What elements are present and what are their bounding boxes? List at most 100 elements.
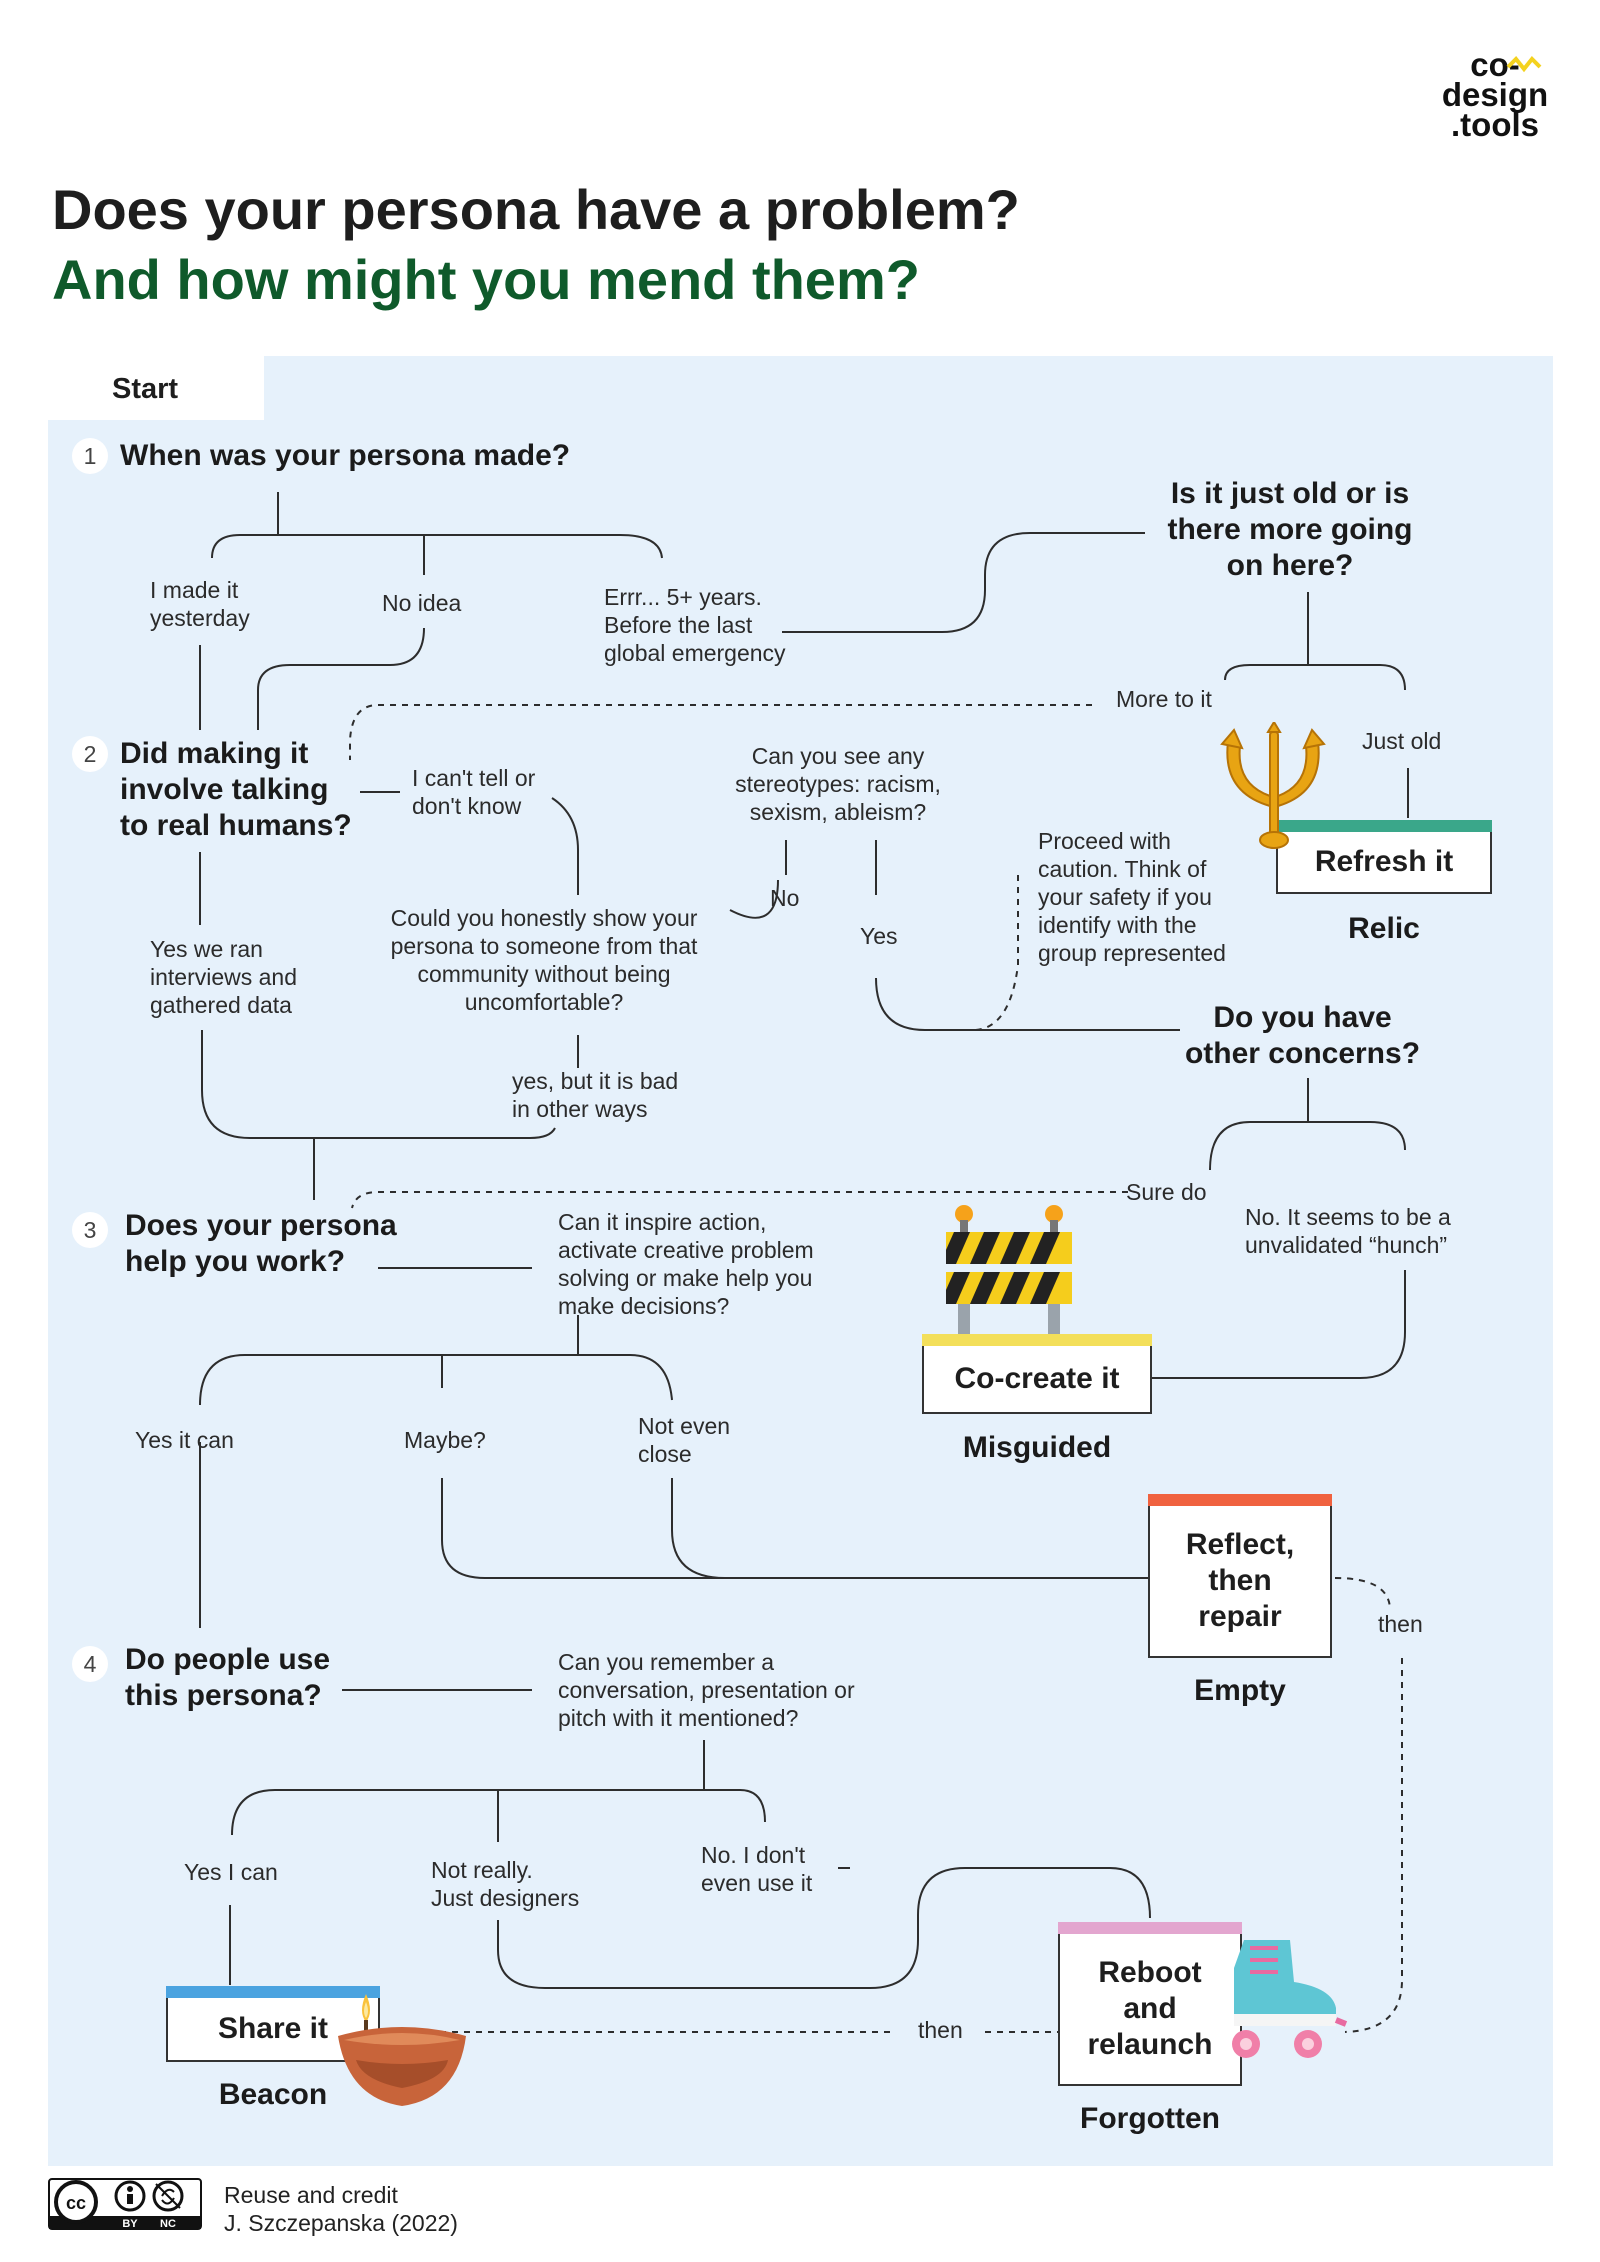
answer-yes-it-can: Yes it can bbox=[135, 1427, 234, 1453]
step-number-2: 2 bbox=[72, 736, 108, 772]
question-inspire-line2: activate creative problem bbox=[558, 1237, 814, 1263]
reboot-card-bar bbox=[1058, 1922, 1242, 1934]
co-design-tools-logo: co- design .tools bbox=[1441, 46, 1549, 143]
question-real-humans-line3: to real humans? bbox=[120, 809, 352, 842]
question-real-humans-line2: involve talking bbox=[120, 773, 329, 806]
caution-note-line3: your safety if you bbox=[1038, 884, 1212, 910]
caution-note-line4: identify with the bbox=[1038, 912, 1197, 938]
start-label: Start bbox=[112, 373, 179, 405]
question-just-old-line1: Is it just old or is bbox=[1170, 477, 1410, 510]
share-it-card-bar bbox=[166, 1986, 380, 1998]
answer-just-old: Just old bbox=[1362, 728, 1442, 754]
oil-lamp-icon bbox=[338, 1994, 466, 2106]
answer-yes-ran-line1: Yes we ran bbox=[150, 936, 263, 962]
forgotten-type-label: Forgotten bbox=[1080, 2102, 1220, 2135]
answer-made-yesterday-line1: I made it bbox=[150, 577, 239, 603]
question-honestly-line2: persona to someone from that bbox=[390, 933, 698, 959]
answer-no-idea: No idea bbox=[382, 590, 462, 616]
question-remember-line3: pitch with it mentioned? bbox=[558, 1705, 799, 1731]
question-inspire-line3: solving or make help you bbox=[558, 1265, 813, 1291]
reflect-label-line1: Reflect, bbox=[1185, 1528, 1295, 1561]
question-honestly-line1: Could you honestly show your bbox=[390, 905, 698, 931]
question-stereotypes-line2: stereotypes: racism, bbox=[735, 771, 941, 797]
reboot-label-line2: and bbox=[1123, 1992, 1177, 2025]
construction-barrier-icon bbox=[946, 1205, 1072, 1334]
then-label-beacon: then bbox=[918, 2017, 963, 2043]
beacon-type-label: Beacon bbox=[218, 2078, 328, 2111]
license-nc-label: NC bbox=[160, 2218, 176, 2230]
misguided-type-label: Misguided bbox=[962, 1431, 1112, 1464]
relic-type-label: Relic bbox=[1348, 912, 1420, 945]
question-stereotypes-line3: sexism, ableism? bbox=[749, 799, 927, 825]
footer-author: J. Szczepanska (2022) bbox=[224, 2210, 458, 2236]
footer-reuse-credit: Reuse and credit bbox=[224, 2182, 398, 2208]
question-stereotypes-line1: Can you see any bbox=[751, 743, 925, 769]
answer-five-years-line1: Errr... 5+ years. bbox=[604, 584, 762, 610]
question-honestly-line3: community without being bbox=[417, 961, 671, 987]
answer-cant-tell-line1: I can't tell or bbox=[412, 765, 536, 791]
reflect-label-line2: then bbox=[1208, 1564, 1272, 1597]
answer-yes-but-bad-line2: in other ways bbox=[512, 1096, 648, 1122]
co-create-it-label: Co-create it bbox=[954, 1362, 1120, 1395]
answer-not-really-line1: Not really. bbox=[431, 1857, 533, 1883]
page-subtitle: And how might you mend them? bbox=[52, 248, 920, 311]
answer-yes: Yes bbox=[860, 923, 898, 949]
step-number-4: 4 bbox=[72, 1646, 108, 1682]
logo-squiggle-icon bbox=[1506, 56, 1542, 73]
answer-yes-ran-line2: interviews and bbox=[150, 964, 298, 990]
answer-cant-tell-line2: don't know bbox=[412, 793, 522, 819]
question-remember-line1: Can you remember a bbox=[558, 1649, 775, 1675]
refresh-it-card[interactable]: Refresh it bbox=[1276, 820, 1492, 894]
answer-five-years-line3: global emergency bbox=[604, 640, 786, 666]
reboot-label-line1: Reboot bbox=[1098, 1956, 1202, 1989]
question-honestly-line4: uncomfortable? bbox=[464, 989, 624, 1015]
question-help-work-line2: help you work? bbox=[125, 1245, 346, 1278]
caution-note-line2: caution. Think of bbox=[1038, 856, 1207, 882]
page-title: Does your persona have a problem? bbox=[52, 178, 1020, 241]
step-number-3: 3 bbox=[72, 1212, 108, 1248]
question-people-use-line2: this persona? bbox=[125, 1679, 322, 1712]
question-people-use-line1: Do people use bbox=[125, 1643, 331, 1676]
answer-not-really-line2: Just designers bbox=[431, 1885, 580, 1911]
answer-yes-ran-line3: gathered data bbox=[150, 992, 292, 1018]
reboot-and-relaunch-card[interactable]: Reboot and relaunch bbox=[1058, 1922, 1242, 2086]
question-inspire-line1: Can it inspire action, bbox=[558, 1209, 767, 1235]
answer-five-years-line2: Before the last bbox=[604, 612, 753, 638]
refresh-it-label: Refresh it bbox=[1314, 845, 1454, 878]
question-just-old-line3: on here? bbox=[1226, 549, 1354, 582]
answer-sure-do: Sure do bbox=[1126, 1179, 1207, 1205]
refresh-it-card-bar bbox=[1276, 820, 1492, 832]
caution-note-line5: group represented bbox=[1038, 940, 1226, 966]
trident-icon bbox=[1220, 722, 1326, 849]
answer-hunch-line1: No. It seems to be a bbox=[1245, 1204, 1451, 1230]
question-concerns-line2: other concerns? bbox=[1184, 1037, 1421, 1070]
step-number-1: 1 bbox=[72, 438, 108, 474]
start-tab bbox=[48, 356, 264, 420]
creative-commons-by-nc-icon: cc BY NC bbox=[48, 2178, 202, 2230]
question-when-made: When was your persona made? bbox=[120, 439, 571, 472]
answer-more-to-it: More to it bbox=[1116, 686, 1212, 712]
answer-yes-but-bad-line1: yes, but it is bad bbox=[512, 1068, 679, 1094]
reflect-then-repair-card[interactable]: Reflect, then repair bbox=[1148, 1494, 1332, 1658]
question-remember-line2: conversation, presentation or bbox=[558, 1677, 855, 1703]
co-create-it-card[interactable]: Co-create it bbox=[922, 1334, 1152, 1414]
answer-yes-i-can: Yes I can bbox=[184, 1859, 278, 1885]
caution-note-line1: Proceed with bbox=[1038, 828, 1171, 854]
share-it-label: Share it bbox=[217, 2012, 329, 2045]
reflect-card-bar bbox=[1148, 1494, 1332, 1506]
roller-skate-icon bbox=[1232, 1940, 1348, 2058]
answer-not-even-close-line2: close bbox=[638, 1441, 692, 1467]
license-by-label: BY bbox=[122, 2218, 138, 2230]
answer-not-even-close-line1: Not even bbox=[638, 1413, 731, 1439]
flowchart-panel bbox=[48, 356, 1553, 2166]
answer-no-dont-line1: No. I don't bbox=[701, 1842, 806, 1868]
empty-type-label: Empty bbox=[1194, 1674, 1286, 1707]
reflect-label-line3: repair bbox=[1198, 1600, 1282, 1633]
question-help-work-line1: Does your persona bbox=[125, 1209, 397, 1242]
reboot-label-line3: relaunch bbox=[1087, 2028, 1213, 2061]
answer-no: No bbox=[770, 885, 800, 911]
question-just-old-line2: there more going bbox=[1167, 513, 1413, 546]
answer-made-yesterday-line2: yesterday bbox=[150, 605, 250, 631]
co-create-it-card-bar bbox=[922, 1334, 1152, 1346]
